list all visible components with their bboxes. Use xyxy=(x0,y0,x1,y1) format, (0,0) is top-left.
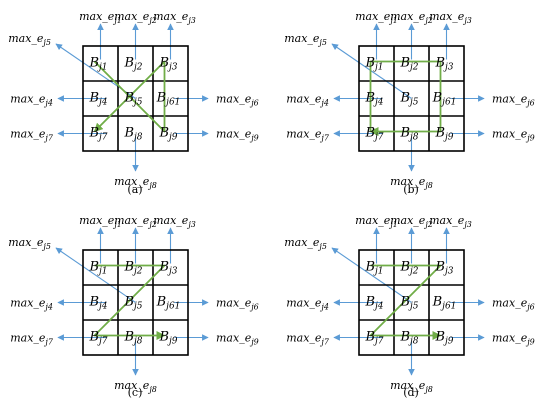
grid-border xyxy=(358,45,465,152)
edge-label-e5: max_ej5 xyxy=(8,32,51,47)
arrow-e5 xyxy=(55,247,136,303)
edge-label-e1: max_ej1 xyxy=(355,214,398,229)
cell-label-b-j2: Bj2 xyxy=(123,56,142,73)
cell-label-b-j61: Bj61 xyxy=(432,91,457,108)
edge-label-e8: max_ej8 xyxy=(390,379,433,394)
arrow-e5 xyxy=(331,43,412,99)
traversal-path xyxy=(369,264,442,340)
edge-label-e8: max_ej8 xyxy=(114,175,157,190)
edge-label-e9: max_ej9 xyxy=(492,332,535,347)
edge-label-e6: max_ej6 xyxy=(216,297,259,312)
panel-caption: (b) xyxy=(403,183,419,196)
cell-label-b-j1: Bj1 xyxy=(88,56,107,73)
cell-label-b-j4: Bj4 xyxy=(364,295,383,312)
grid-border xyxy=(82,45,189,152)
cell-label-b-j5: Bj5 xyxy=(399,91,418,108)
edge-label-e7: max_ej7 xyxy=(10,128,54,143)
cell-label-b-j2: Bj2 xyxy=(399,56,418,73)
cell-label-b-j5: Bj5 xyxy=(399,295,418,312)
cell-label-b-j5: Bj5 xyxy=(123,91,142,108)
edge-label-e6: max_ej6 xyxy=(492,297,535,312)
edge-label-e6: max_ej6 xyxy=(492,93,535,108)
panel-caption: (a) xyxy=(127,183,142,196)
cell-label-b-j4: Bj4 xyxy=(364,91,383,108)
cell-label-b-j7: Bj7 xyxy=(88,330,107,347)
edge-label-e9: max_ej9 xyxy=(216,332,259,347)
grid-border xyxy=(358,249,465,356)
cell-label-b-j8: Bj8 xyxy=(123,330,142,347)
edge-label-e1: max_ej1 xyxy=(355,10,398,25)
edge-label-e5: max_ej5 xyxy=(8,236,51,251)
grid-border xyxy=(82,249,189,356)
cell-label-b-j2: Bj2 xyxy=(399,260,418,277)
arrow-e5 xyxy=(331,247,412,303)
edge-label-e4: max_ej4 xyxy=(10,93,53,108)
edge-label-e4: max_ej4 xyxy=(286,297,329,312)
traversal-path xyxy=(93,264,166,340)
cell-label-b-j4: Bj4 xyxy=(88,295,107,312)
edge-label-e9: max_ej9 xyxy=(216,128,259,143)
cell-label-b-j9: Bj9 xyxy=(434,126,453,143)
traversal-path xyxy=(93,60,166,133)
cell-label-b-j3: Bj3 xyxy=(158,260,177,277)
edge-label-e8: max_ej8 xyxy=(390,175,433,190)
edge-label-e3: max_ej3 xyxy=(153,214,196,229)
panel-caption: (d) xyxy=(403,386,419,399)
cell-label-b-j7: Bj7 xyxy=(88,126,107,143)
cell-label-b-j1: Bj1 xyxy=(364,56,383,73)
edge-label-e3: max_ej3 xyxy=(153,10,196,25)
edge-label-e2: max_ej2 xyxy=(390,214,433,229)
edge-label-e1: max_ej1 xyxy=(79,214,122,229)
cell-label-b-j61: Bj61 xyxy=(432,295,457,312)
edge-label-e5: max_ej5 xyxy=(284,236,327,251)
edge-label-e4: max_ej4 xyxy=(286,93,329,108)
edge-label-e8: max_ej8 xyxy=(114,379,157,394)
cell-label-b-j4: Bj4 xyxy=(88,91,107,108)
edge-label-e6: max_ej6 xyxy=(216,93,259,108)
cell-label-b-j3: Bj3 xyxy=(434,56,453,73)
cell-label-b-j3: Bj3 xyxy=(158,56,177,73)
edge-label-e7: max_ej7 xyxy=(286,128,330,143)
edge-label-e2: max_ej2 xyxy=(390,10,433,25)
traversal-path xyxy=(369,60,442,136)
edge-label-e5: max_ej5 xyxy=(284,32,327,47)
cell-label-b-j8: Bj8 xyxy=(399,126,418,143)
panel-caption: (c) xyxy=(128,386,143,399)
cell-label-b-j61: Bj61 xyxy=(156,91,181,108)
edge-label-e7: max_ej7 xyxy=(10,332,54,347)
cell-label-b-j9: Bj9 xyxy=(158,330,177,347)
cell-label-b-j7: Bj7 xyxy=(364,330,383,347)
cell-label-b-j8: Bj8 xyxy=(399,330,418,347)
cell-label-b-j2: Bj2 xyxy=(123,260,142,277)
edge-label-e7: max_ej7 xyxy=(286,332,330,347)
edge-label-e9: max_ej9 xyxy=(492,128,535,143)
edge-label-e2: max_ej2 xyxy=(114,214,157,229)
edge-label-e4: max_ej4 xyxy=(10,297,53,312)
edge-label-e2: max_ej2 xyxy=(114,10,157,25)
cell-label-b-j1: Bj1 xyxy=(364,260,383,277)
cell-label-b-j5: Bj5 xyxy=(123,295,142,312)
edge-label-e1: max_ej1 xyxy=(79,10,122,25)
cell-label-b-j1: Bj1 xyxy=(88,260,107,277)
cell-label-b-j9: Bj9 xyxy=(158,126,177,143)
cell-label-b-j7: Bj7 xyxy=(364,126,383,143)
edge-label-e3: max_ej3 xyxy=(429,214,472,229)
cell-label-b-j9: Bj9 xyxy=(434,330,453,347)
cell-label-b-j3: Bj3 xyxy=(434,260,453,277)
cell-label-b-j61: Bj61 xyxy=(156,295,181,312)
cell-label-b-j8: Bj8 xyxy=(123,126,142,143)
edge-label-e3: max_ej3 xyxy=(429,10,472,25)
